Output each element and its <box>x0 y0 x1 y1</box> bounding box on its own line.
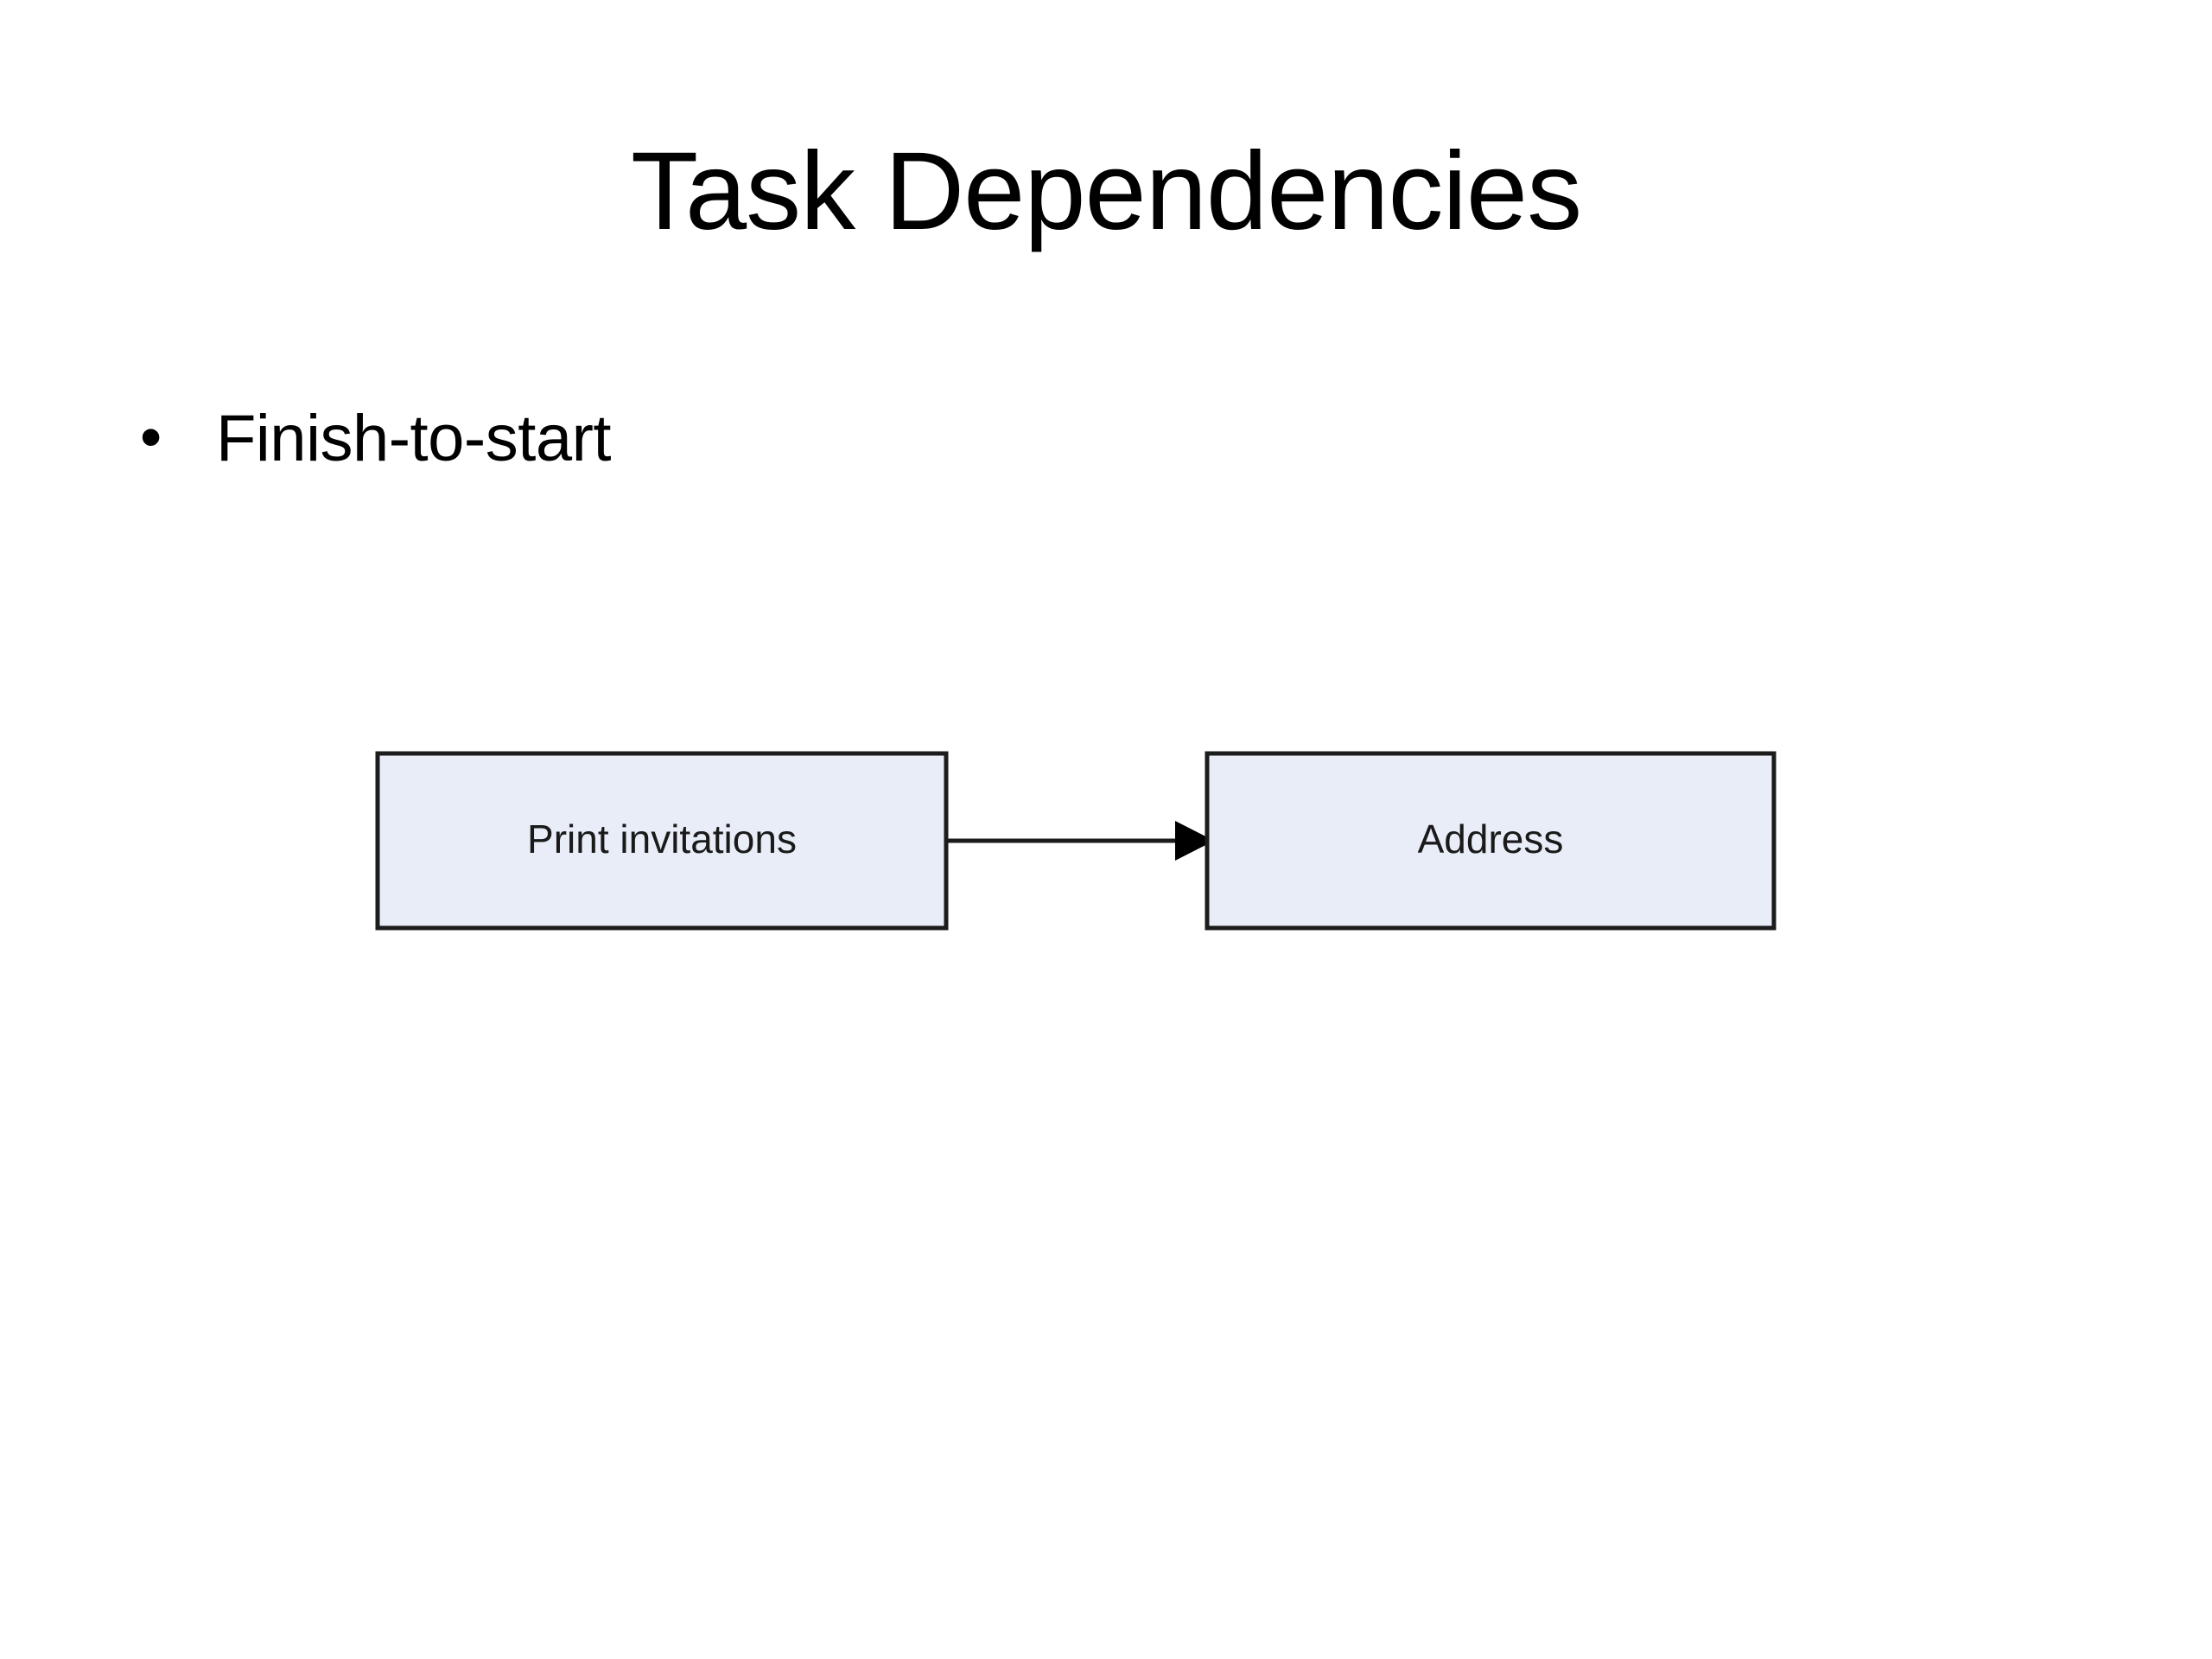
dependency-diagram: Print invitations Address <box>372 747 1789 938</box>
bullet-item-label: Finish-to-start <box>216 402 612 475</box>
arrowhead-icon <box>1175 821 1214 861</box>
bullet-list: • Finish-to-start <box>130 406 2031 487</box>
bullet-marker-icon: • <box>140 403 162 472</box>
node-box <box>375 751 949 931</box>
diagram-node-print-invitations[interactable]: Print invitations <box>375 751 949 931</box>
node-box <box>1205 751 1777 931</box>
node-label: Address <box>1418 817 1564 861</box>
diagram-node-address[interactable]: Address <box>1205 751 1777 931</box>
page-title: Task Dependencies <box>630 130 1582 253</box>
diagram-edge-arrow[interactable] <box>946 821 1214 861</box>
node-label: Print invitations <box>527 817 797 861</box>
list-item: • Finish-to-start <box>130 406 2031 472</box>
